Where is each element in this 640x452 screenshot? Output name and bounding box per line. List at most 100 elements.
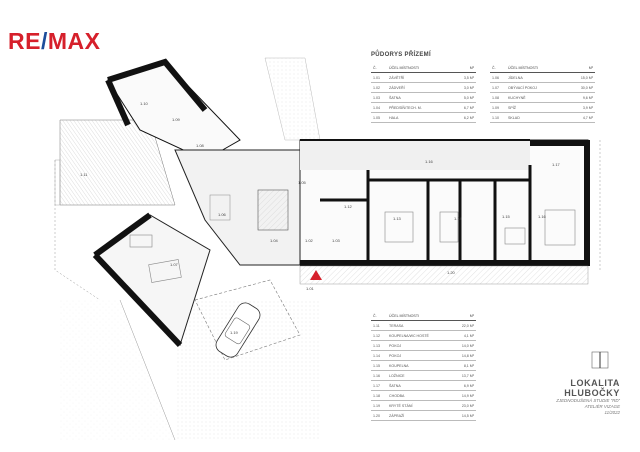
corridor-1-16: [300, 140, 530, 170]
table-cell-area: 5,0 M²: [451, 92, 476, 103]
room-label-1-15: 1.15: [502, 214, 510, 219]
path-strip: [264, 57, 321, 141]
table-cell-name: ŠATNA: [387, 380, 453, 391]
table-cell-name: OBÝVACÍ POKOJ: [506, 82, 567, 93]
terrace-steps: [54, 159, 61, 206]
room-label-1-01: 1.01: [306, 286, 314, 291]
table-cell-name: TERASA: [387, 320, 453, 331]
table-cell-no: 1.12: [371, 330, 387, 341]
study-line: ZJEDNODUŠENÁ STUDIE "RD“: [556, 398, 620, 403]
entrance-arrow: [310, 270, 322, 280]
table-cell-no: 1.17: [371, 380, 387, 391]
table-cell-name: KUCHYNĚ: [506, 92, 567, 103]
dining-table: [129, 234, 153, 248]
wall-east-end: [584, 140, 590, 265]
table-cell-no: 1.18: [371, 390, 387, 401]
porch: [299, 265, 589, 285]
table-cell-area: 14,9 M²: [452, 390, 476, 401]
wall-ne: [530, 140, 590, 146]
wall-living-west: [93, 212, 152, 258]
driveway-area: [175, 300, 320, 440]
room-label-1-03: 1.03: [332, 238, 340, 243]
room-label-1-16: 1.16: [538, 214, 546, 219]
table1-title: PŮDORYS PŘÍZEMÍ: [371, 52, 431, 58]
room-label-1-07: 1.07: [170, 262, 178, 267]
car: [215, 302, 261, 358]
table-cell-no: 1.04: [371, 102, 387, 113]
table-cell-area: 15,0 M²: [566, 72, 595, 83]
table-cell-name: POKOJ: [387, 350, 453, 361]
table-cell-no: 1.15: [371, 360, 387, 371]
wall-upper-west: [105, 78, 131, 127]
table-cell-area: 9,6 M²: [566, 92, 595, 103]
core: [174, 149, 301, 266]
beds: [384, 209, 576, 246]
table-cell-area: 23,0 M²: [452, 400, 476, 411]
roof-outline: [54, 160, 101, 301]
sofa: [148, 259, 182, 283]
room-label-1-20: 1.20: [447, 270, 455, 275]
room-label-1-08: 1.08: [196, 143, 204, 148]
table-cell-name: CHODBA: [387, 390, 453, 401]
carport: [194, 279, 301, 361]
table-cell-no: 1.10: [490, 112, 506, 123]
room-label-1-17: 1.17: [552, 162, 560, 167]
table-cell-no: 1.14: [371, 350, 387, 361]
table-cell-name: KOUPELNA/WC HOSTÉ: [387, 330, 453, 341]
table-cell-area: 30,0 M²: [566, 82, 595, 93]
table-cell-no: 1.03: [371, 92, 387, 103]
table-cell-name: JÍDELNA: [506, 72, 567, 83]
table-cell-name: KOUPELNA: [387, 360, 453, 371]
location-title: LOKALITA: [570, 378, 620, 388]
table-cell-name: ŠATNA: [387, 92, 452, 103]
table-cell-name: POKOJ: [387, 340, 453, 351]
table-cell-no: 1.16: [371, 370, 387, 381]
table-cell-area: 13,7 M²: [452, 370, 476, 381]
table-cell-no: 1.05: [371, 112, 387, 123]
table-cell-name: SPÍŽ: [506, 102, 567, 113]
location-name: HLUBOČKY: [564, 388, 620, 398]
table-cell-area: 3,0 M²: [451, 82, 476, 93]
garden-area: [60, 300, 175, 440]
table-cell-area: 4,1 M²: [452, 330, 476, 341]
room-label-1-13: 1.13: [393, 216, 401, 221]
table-cell-name: SKLAD: [506, 112, 567, 123]
room-label-1-06: 1.06: [218, 212, 226, 217]
room-label-1-09: 1.09: [172, 117, 180, 122]
table-cell-no: 1.08: [490, 92, 506, 103]
atelier-line: ATELIÉR VIZAGE: [584, 404, 620, 409]
table-cell-no: 1.06: [490, 72, 506, 83]
table-cell-area: 4,7 M²: [566, 112, 595, 123]
table-cell-no: 1.13: [371, 340, 387, 351]
table-cell-no: 1.11: [371, 320, 387, 331]
table-cell-area: 14,0 M²: [452, 340, 476, 351]
table-cell-no: 1.01: [371, 72, 387, 83]
table-cell-area: 3,9 M²: [566, 102, 595, 113]
date-line: 11/2022: [604, 410, 620, 415]
table-cell-area: 8,1 M²: [452, 360, 476, 371]
table-cell-name: ZÁVĚTŘÍ: [387, 72, 452, 83]
table-cell-name: ZÁPRAŽÍ: [387, 410, 453, 421]
room-label-1-02: 1.02: [305, 238, 313, 243]
table-cell-no: 1.02: [371, 82, 387, 93]
location-block: LOKALITA HLUBOČKY ZJEDNODUŠENÁ STUDIE "R…: [556, 378, 620, 416]
